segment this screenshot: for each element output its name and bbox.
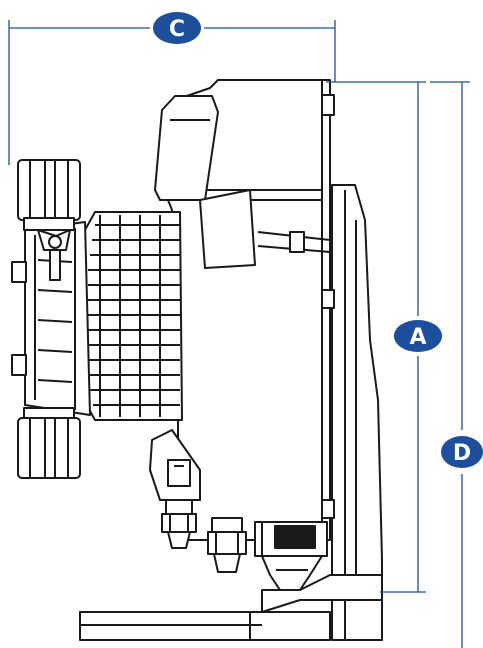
elbow-connector [149,429,201,501]
dimension-d-label: D [453,441,471,466]
front-cover [154,95,331,269]
cooling-fins [84,211,183,421]
dimension-c-label: C [169,17,185,42]
head-tab-lower [11,354,27,376]
mounting-bracket [331,184,383,641]
dimension-lines [8,20,470,648]
dimension-a-label: A [409,325,426,350]
base-plate [79,574,383,641]
cable-gland-left [161,499,197,549]
dimension-d-line [430,81,470,648]
lower-valve-nut [17,407,81,479]
pump-head [24,221,91,416]
cable-gland-right [254,521,328,591]
dimension-a-line [326,81,426,593]
upper-valve-nut [17,159,81,231]
dimension-c-badge: C [153,12,201,44]
dimension-c-line [8,20,336,165]
dimension-a-badge: A [394,320,442,352]
head-tab-upper [11,261,27,283]
pump-drawing [11,79,383,641]
cable-gland-middle [207,517,247,573]
dimension-d-badge: D [441,436,483,468]
